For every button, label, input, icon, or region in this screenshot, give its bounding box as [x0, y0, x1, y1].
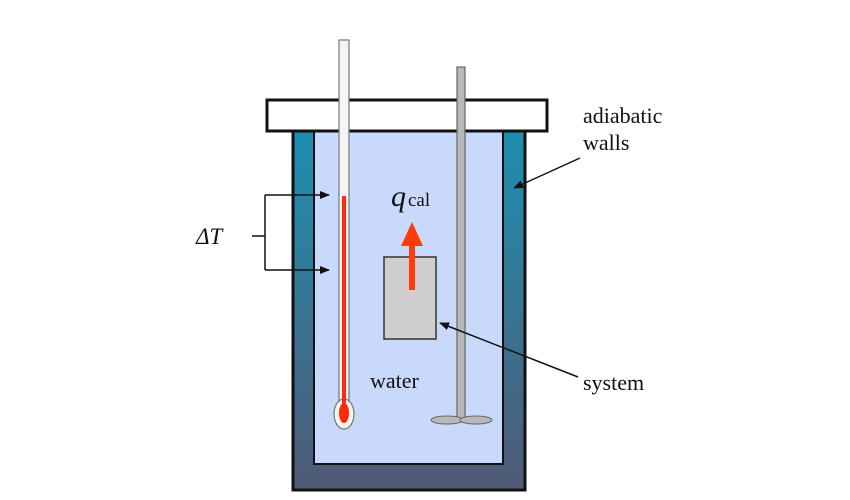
- system-pointer: [439, 322, 579, 378]
- adiabatic-label-line2: walls: [583, 130, 629, 155]
- system-label: system: [583, 370, 644, 395]
- water-label: water: [370, 368, 420, 393]
- mercury-column: [342, 196, 346, 410]
- adiabatic-walls-label: adiabatic walls: [583, 103, 668, 155]
- q-subscript: cal: [408, 190, 430, 211]
- lid: [265, 98, 549, 133]
- adiabatic-label-line1: adiabatic: [583, 103, 663, 128]
- q-symbol: q: [391, 180, 406, 213]
- delta-t-bracket: [252, 191, 330, 274]
- thermometer-icon: [333, 39, 355, 430]
- delta-t-label: ΔT: [195, 224, 224, 249]
- stirrer-icon: [430, 66, 493, 425]
- adiabatic-pointer: [513, 157, 581, 189]
- heat-flow-arrow-icon: [401, 222, 423, 290]
